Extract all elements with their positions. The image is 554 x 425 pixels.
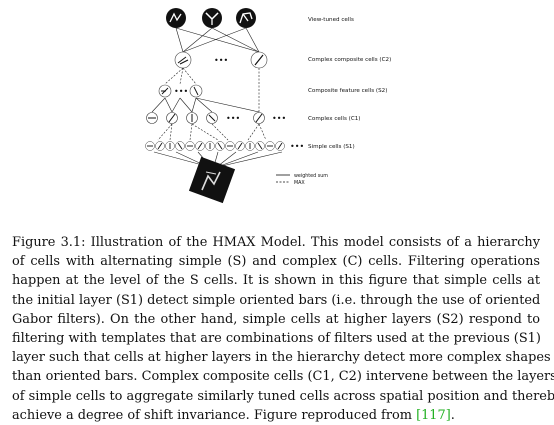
caption-line: Gabor filters). On the other hand, simpl…: [12, 311, 540, 327]
legend-max: MAX: [294, 180, 305, 186]
caption-line: Figure 3.1: Illustration of the HMAX Mod…: [12, 235, 540, 250]
s2-cells: [158, 84, 203, 98]
hmax-model-figure: ••• ••• ••• •••: [145, 8, 391, 204]
figure-caption: Figure 3.1: Illustration of the HMAX Mod…: [12, 233, 554, 425]
citation-link[interactable]: [117]: [416, 407, 451, 423]
label-c2: Complex composite cells (C2): [308, 57, 391, 63]
c1-ellipsis: •••: [226, 114, 240, 123]
c2-cells: [174, 51, 268, 69]
c2-ellipsis: •••: [214, 56, 228, 65]
s1-ellipsis: •••: [290, 142, 304, 151]
label-view-tuned: View-tuned cells: [308, 17, 354, 23]
c1-cells: [146, 112, 265, 124]
view-tuned-cells: [166, 8, 256, 28]
input-stimulus: [188, 156, 236, 204]
caption-end: .: [450, 407, 455, 423]
caption-line: than oriented bars. Complex composite ce…: [12, 369, 554, 385]
caption-line: the initial layer (S1) detect simple ori…: [12, 292, 541, 308]
caption-line: happen at the level of the S cells. It i…: [12, 273, 540, 289]
caption-line: of simple cells to aggregate similarly t…: [12, 388, 554, 404]
s2-ellipsis: •••: [174, 87, 188, 96]
caption-line: of cells with alternating simple (S) and…: [12, 254, 540, 270]
s1-cells: [145, 141, 285, 151]
label-s2: Composite feature cells (S2): [308, 88, 387, 94]
caption-line: filtering with templates that are combin…: [12, 331, 541, 347]
caption-line: achieve a degree of shift invariance. Fi…: [12, 407, 417, 423]
caption-last-line: achieve a degree of shift invariance. Fi…: [12, 406, 540, 425]
caption-line: layer such that cells at higher layers i…: [12, 350, 551, 366]
legend-weighted-sum: weighted sum: [294, 173, 328, 179]
label-c1: Complex cells (C1): [308, 116, 360, 122]
label-s1: Simple cells (S1): [308, 144, 355, 150]
legend: weighted sum MAX: [276, 173, 328, 186]
c1-right-ellipsis: •••: [272, 114, 286, 123]
